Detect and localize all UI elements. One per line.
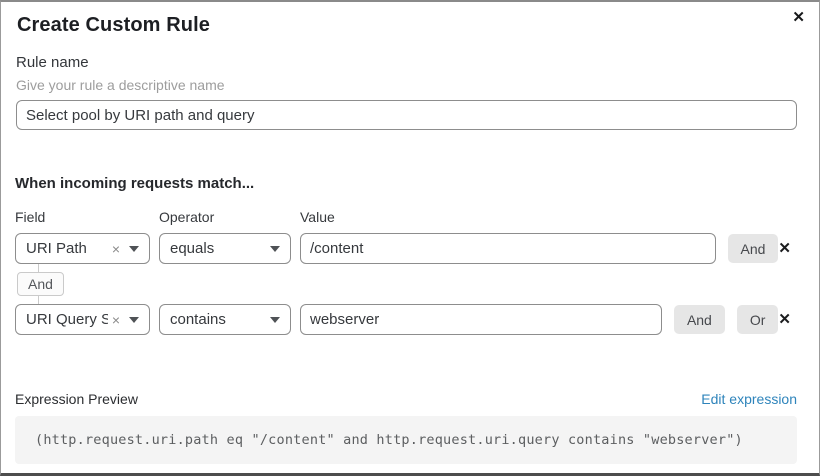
rule-name-label: Rule name [16, 54, 89, 71]
expression-preview-label: Expression Preview [15, 391, 138, 407]
connector-line-bottom [38, 296, 39, 304]
connector-line-top [38, 264, 39, 272]
expression-code: (http.request.uri.path eq "/content" and… [15, 416, 797, 464]
edit-expression-link[interactable]: Edit expression [701, 391, 797, 407]
remove-condition-button[interactable]: ✕ [778, 241, 791, 256]
dialog-title: Create Custom Rule [17, 14, 210, 36]
operator-select-label: equals [170, 240, 215, 257]
operator-select[interactable]: equals [159, 233, 291, 264]
field-select[interactable]: URI Path × [15, 233, 150, 264]
column-label-value: Value [300, 209, 335, 225]
rule-name-section: Rule name Give your rule a descriptive n… [16, 54, 797, 130]
and-connector: And [17, 264, 797, 304]
field-clear-icon[interactable]: × [111, 311, 120, 328]
close-icon: ✕ [792, 9, 805, 26]
expression-preview-header: Expression Preview Edit expression [15, 391, 797, 407]
operator-select[interactable]: contains [159, 304, 291, 335]
chevron-down-icon [129, 316, 139, 323]
column-label-operator: Operator [159, 209, 215, 225]
condition-row: URI Path × equals And ✕ [15, 233, 797, 264]
and-button[interactable]: And [727, 234, 779, 263]
value-input[interactable] [300, 304, 662, 335]
field-select-label: URI Query St... [26, 311, 108, 328]
chevron-down-icon [270, 245, 280, 252]
match-heading: When incoming requests match... [15, 175, 255, 192]
operator-select-label: contains [170, 311, 226, 328]
field-select-label: URI Path [26, 240, 87, 257]
rule-name-input[interactable] [16, 100, 797, 130]
condition-row: URI Query St... × contains And Or ✕ [15, 304, 797, 335]
remove-icon: ✕ [778, 240, 791, 257]
and-button[interactable]: And [673, 305, 725, 334]
close-button[interactable]: ✕ [788, 8, 809, 27]
chevron-down-icon [270, 316, 280, 323]
or-button[interactable]: Or [736, 305, 779, 334]
rule-name-hint: Give your rule a descriptive name [16, 77, 225, 93]
field-select[interactable]: URI Query St... × [15, 304, 150, 335]
chevron-down-icon [129, 245, 139, 252]
value-input[interactable] [300, 233, 716, 264]
condition-column-labels: Field Operator Value [15, 209, 797, 225]
remove-condition-button[interactable]: ✕ [778, 312, 791, 327]
column-label-field: Field [15, 209, 46, 225]
connector-label: And [17, 272, 64, 296]
remove-icon: ✕ [778, 311, 791, 328]
field-clear-icon[interactable]: × [111, 240, 120, 257]
